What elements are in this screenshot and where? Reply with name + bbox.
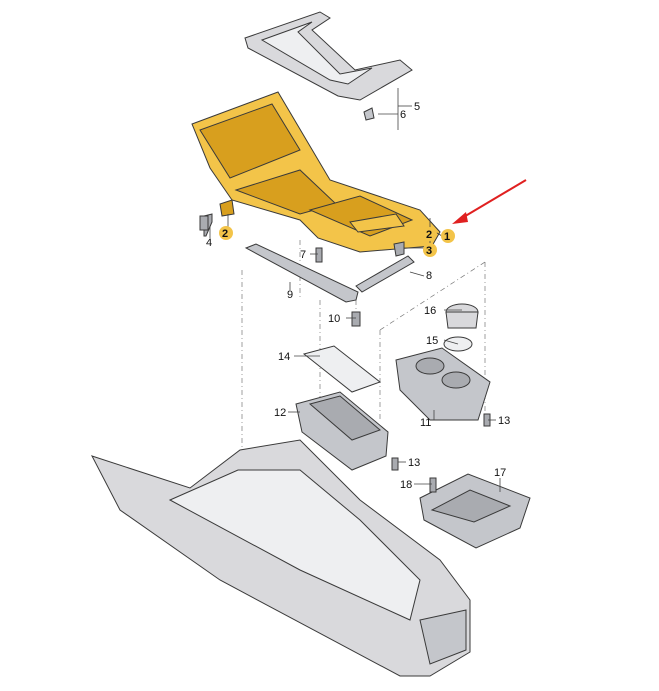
console-frame-part-1: [191, 91, 441, 253]
callout-4: 4: [206, 237, 212, 249]
highlight-badges: [219, 226, 455, 257]
callout-13-lower: 13: [408, 457, 420, 469]
trim-panel-part-5: [244, 11, 413, 121]
callout-13-right: 13: [498, 415, 510, 427]
callout-6: 6: [400, 109, 406, 121]
callout-9: 9: [287, 289, 293, 301]
callout-11: 11: [420, 417, 431, 429]
cup-insert-part-16: [445, 303, 479, 329]
console-housing: [90, 439, 471, 677]
callout-2-left: 2: [222, 228, 228, 240]
callout-7: 7: [300, 249, 306, 261]
callout-18: 18: [400, 479, 412, 491]
callout-3: 3: [426, 245, 432, 257]
callout-14: 14: [278, 351, 290, 363]
callout-12: 12: [274, 407, 286, 419]
storage-unit-part-12: [295, 391, 389, 471]
indicator-arrow: [452, 179, 527, 224]
callout-10: 10: [328, 313, 340, 325]
cupholder-part-11: [395, 347, 491, 421]
leader-lines: [209, 88, 501, 492]
callout-17: 17: [494, 467, 506, 479]
callout-1: 1: [444, 231, 450, 243]
mat-part-14: [302, 345, 382, 393]
callout-5: 5: [414, 101, 420, 113]
callout-15: 15: [426, 335, 438, 347]
trim-strip-part-9: [244, 243, 359, 303]
callout-16: 16: [424, 305, 436, 317]
trim-strip-part-8: [355, 255, 415, 293]
tray-part-17: [419, 473, 531, 549]
screws: [199, 215, 491, 493]
callout-2-upper: 2: [426, 229, 432, 241]
callout-8: 8: [426, 270, 432, 282]
